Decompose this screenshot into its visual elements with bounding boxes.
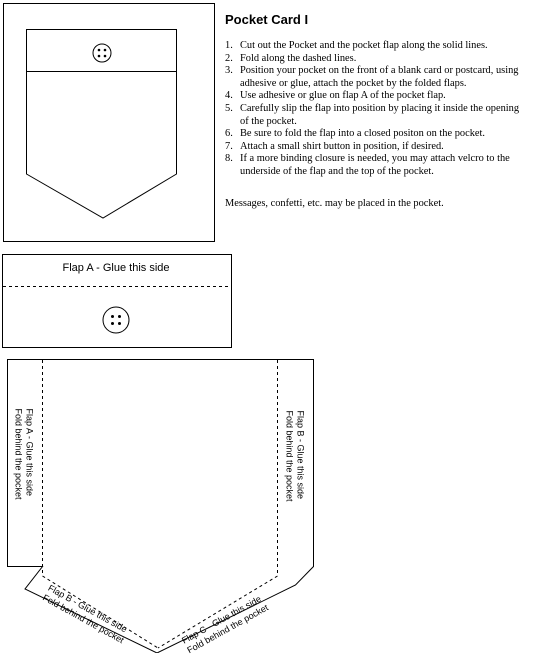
flap-a-button-icon — [102, 306, 130, 334]
instruction-text: Use adhesive or glue on flap A of the po… — [240, 90, 446, 102]
instruction-number: 1. — [225, 40, 233, 51]
instruction-number: 7. — [225, 140, 233, 152]
instruction-number: 3. — [225, 65, 233, 77]
instruction-number: 4. — [225, 90, 233, 102]
instruction-step: 3. Position your pocket on the front of a… — [225, 65, 530, 90]
instruction-step: 5. Carefully slip the flap into position … — [225, 103, 530, 128]
pocket-fold-bottom-right — [157, 575, 278, 649]
instruction-number: 2. — [225, 52, 233, 64]
instruction-step: 2. Fold along the dashed lines. — [225, 53, 530, 66]
flap-a-label: Flap A - Glue this side — [62, 262, 170, 274]
instruction-number: 6. — [225, 128, 233, 140]
instruction-step: 7. Attach a small shirt button in positio… — [225, 141, 530, 154]
pocket-fold-bottom-left — [42, 575, 159, 649]
instruction-number: 8. — [225, 153, 233, 165]
pocket-note: Messages, confetti, etc. may be placed i… — [225, 198, 444, 209]
pocket-cutout-outline — [7, 359, 314, 653]
preview-pocket-flap — [26, 29, 177, 72]
instruction-step: 4. Use adhesive or glue on flap A of the … — [225, 90, 530, 103]
instruction-list: 1. Cut out the Pocket and the pocket flap… — [225, 40, 530, 179]
instruction-text: Position your pocket on the front of a b… — [240, 65, 519, 89]
preview-button-icon — [92, 43, 112, 63]
instruction-step: 1. Cut out the Pocket and the pocket flap… — [225, 40, 530, 53]
instruction-text: Fold along the dashed lines. — [240, 52, 357, 64]
flap-a-cutout — [2, 254, 232, 348]
side-flap-a-label: Flap A - Glue this side Fold behind the … — [14, 408, 35, 500]
preview-pocket — [26, 71, 177, 219]
instruction-text: Attach a small shirt button in position,… — [240, 140, 444, 152]
instruction-text: Be sure to fold the flap into a closed p… — [240, 128, 485, 140]
page-title: Pocket Card I — [225, 12, 309, 27]
instruction-step: 8. If a more binding closure is needed, y… — [225, 153, 530, 178]
instruction-text: If a more binding closure is needed, you… — [240, 153, 510, 177]
instruction-text: Cut out the Pocket and the pocket flap a… — [240, 40, 488, 51]
side-flap-b-label: Flap B - Glue this side Fold behind the … — [285, 410, 306, 502]
instruction-number: 5. — [225, 102, 233, 114]
preview-card-border — [3, 3, 215, 242]
instruction-text: Carefully slip the flap into position by… — [240, 102, 520, 127]
instruction-step: 6. Be sure to fold the flap into a closed… — [225, 128, 530, 141]
